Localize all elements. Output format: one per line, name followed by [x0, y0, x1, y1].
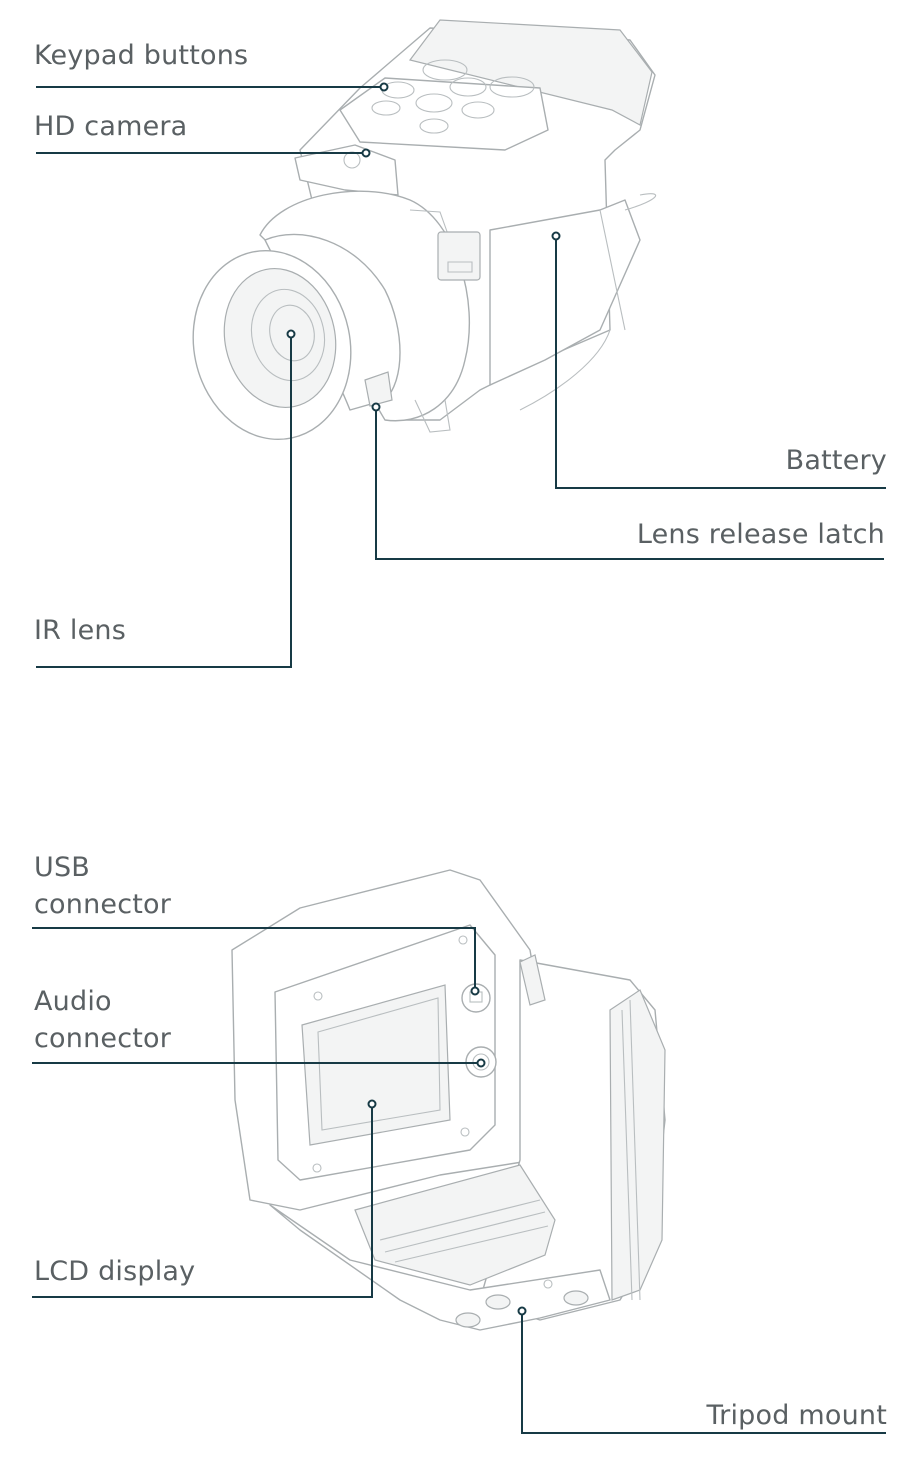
leader-line-lcd-display	[32, 1104, 373, 1298]
anchor-dot-hd-camera	[361, 148, 371, 158]
leader-lines	[32, 82, 886, 1434]
anchor-dot-tripod-mount	[517, 1306, 527, 1316]
label-audio-connector-line2: connector	[34, 1023, 172, 1054]
leader-line-battery	[555, 236, 886, 489]
anchor-dot-usb-connector	[470, 986, 480, 996]
label-ir-lens: IR lens	[34, 615, 126, 646]
leader-line-lens-release-latch	[375, 407, 884, 560]
label-audio-connector: Audio connector	[34, 983, 171, 1057]
anchor-dot-keypad-buttons	[379, 82, 389, 92]
label-battery: Battery	[785, 445, 887, 476]
leader-line-tripod-mount	[521, 1311, 886, 1434]
device-rear-view	[231, 869, 666, 1331]
label-hd-camera: HD camera	[34, 111, 188, 142]
label-lcd-display: LCD display	[34, 1256, 196, 1287]
anchor-dot-audio-connector	[476, 1058, 486, 1068]
device-front-view	[192, 19, 657, 441]
leader-line-usb-connector	[32, 927, 476, 991]
label-audio-connector-line1: Audio	[34, 986, 112, 1017]
anchor-dot-lens-release-latch	[371, 402, 381, 412]
leader-line-ir-lens	[36, 334, 292, 668]
label-usb-connector: USB connector	[34, 849, 171, 923]
label-keypad-buttons: Keypad buttons	[34, 40, 249, 71]
label-lens-release-latch: Lens release latch	[636, 519, 885, 550]
anchor-dot-ir-lens	[286, 329, 296, 339]
label-usb-connector-line1: USB	[34, 852, 91, 883]
anchor-dot-battery	[551, 231, 561, 241]
anchor-dot-lcd-display	[367, 1099, 377, 1109]
label-usb-connector-line2: connector	[34, 889, 172, 920]
label-tripod-mount: Tripod mount	[706, 1400, 887, 1431]
